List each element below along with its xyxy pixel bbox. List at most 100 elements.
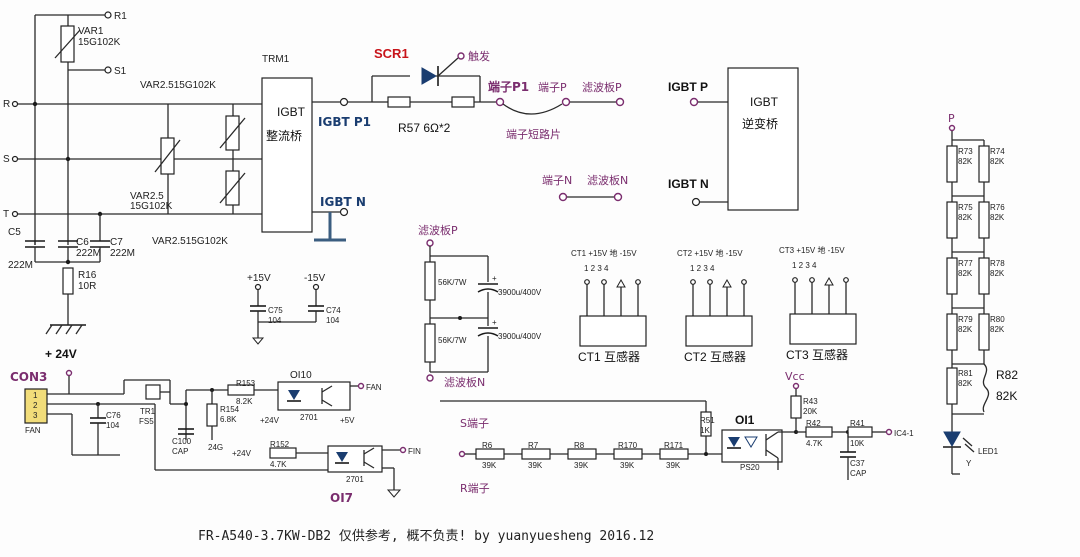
terminal-r-circle[interactable] — [11, 100, 19, 108]
led-ray-icon — [964, 443, 975, 453]
led-icon — [943, 431, 961, 448]
oi1-label: OI1 — [735, 413, 755, 427]
ct-pin-head — [635, 279, 641, 285]
resistor-56k-bottom — [424, 323, 436, 363]
plus24b-label: +24V — [232, 449, 252, 458]
filter-board-n-terminal[interactable] — [426, 374, 434, 382]
oi10-part: 2701 — [300, 413, 318, 422]
terminal-p1-label: 端子P1 — [488, 79, 529, 94]
ct1-header: CT1 +15V 地 -15V — [571, 248, 637, 258]
cap-bottom-plus: + — [492, 318, 497, 327]
r41-value: 10K — [850, 439, 865, 448]
r77-name: R77 — [958, 259, 973, 268]
cap-top-plus: + — [492, 274, 497, 283]
var1-value: 15G102K — [78, 37, 121, 48]
ct1-body — [579, 315, 647, 347]
right-resistor-r81: R81 82K — [946, 367, 973, 405]
wire-to-r82 — [982, 363, 990, 413]
vcc-terminal[interactable] — [792, 382, 800, 390]
c6-label: C6 — [76, 237, 89, 248]
gnd-24g: 24G — [208, 443, 223, 452]
r171-value: 39K — [666, 461, 681, 470]
r78-value: 82K — [990, 269, 1005, 278]
r8-name: R8 — [574, 441, 585, 450]
vcc-label: Vcc — [785, 370, 805, 383]
resistor-r16 — [62, 267, 74, 295]
ground-icon — [722, 278, 732, 288]
terminal-igbt-n[interactable] — [339, 207, 349, 217]
ct-pin-head — [741, 279, 747, 285]
junction — [65, 259, 71, 265]
trm1-line2: 整流桥 — [266, 128, 302, 143]
r81-value: 82K — [958, 379, 973, 388]
r8-value: 39K — [574, 461, 589, 470]
resistor-r78 — [978, 257, 990, 295]
terminal-n-label: 端子N — [542, 174, 572, 187]
terminal-p1-circle[interactable] — [495, 97, 505, 107]
m15-terminal[interactable] — [312, 283, 320, 291]
v24-terminal[interactable] — [65, 369, 73, 377]
ground-icon — [824, 276, 834, 286]
terminal-p-circle[interactable] — [561, 97, 571, 107]
terminal-igbt-p1[interactable] — [339, 97, 349, 107]
filter-board-top: 滤波板P — [418, 223, 458, 237]
con3-pin3: 3 — [33, 411, 38, 420]
ct-pin-head — [601, 279, 607, 285]
inverter-line2: 逆变桥 — [742, 116, 778, 131]
r153-label: R153 — [236, 379, 256, 388]
p15-terminal[interactable] — [254, 283, 262, 291]
con3-label: CON3 — [10, 370, 47, 384]
inverter-n-terminal[interactable] — [691, 197, 701, 207]
ground-icon — [45, 324, 53, 335]
terminal-t-circle[interactable] — [11, 210, 19, 218]
inverter-p-terminal[interactable] — [689, 97, 699, 107]
terminal-p-label: 端子P — [538, 81, 567, 94]
r75-name: R75 — [958, 203, 973, 212]
opto-transistor-icon — [363, 447, 375, 455]
fin-label: FIN — [408, 447, 421, 456]
fan-out-terminal[interactable] — [357, 382, 365, 390]
junction — [458, 316, 462, 320]
terminal-n-circle[interactable] — [558, 192, 568, 202]
r-top-label: 56K/7W — [438, 278, 467, 287]
r82-value: 82K — [996, 389, 1017, 403]
resistor-r73 — [946, 145, 958, 183]
filter-p-circle[interactable] — [615, 97, 625, 107]
resistor-r43 — [790, 395, 802, 419]
r152-value: 4.7K — [270, 460, 287, 469]
terminal-r1-circle[interactable] — [104, 11, 112, 19]
r16-value: 10R — [78, 281, 96, 292]
filter-board-p-terminal[interactable] — [426, 239, 434, 247]
led-label: LED1 — [978, 447, 999, 456]
fin-terminal[interactable] — [399, 446, 407, 454]
terminal-s-circle[interactable] — [11, 155, 19, 163]
right-p-terminal[interactable] — [948, 124, 956, 132]
footer-caption: FR-A540-3.7KW-DB2 仅供参考, 概不负责! by yuanyue… — [198, 528, 654, 544]
ct-pin-head — [809, 277, 815, 283]
r74-value: 82K — [990, 157, 1005, 166]
r76-value: 82K — [990, 213, 1005, 222]
terminal-s1-circle[interactable] — [104, 66, 112, 74]
r170-value: 39K — [620, 461, 635, 470]
c5-label: C5 — [8, 227, 21, 238]
ct3-body — [789, 313, 857, 345]
r-bottom-label: 56K/7W — [438, 336, 467, 345]
ground-icon — [55, 324, 63, 335]
ic4-terminal[interactable] — [885, 428, 893, 436]
r-terminal-circle[interactable] — [458, 450, 466, 458]
opto-led-icon — [744, 436, 758, 448]
fan-out-label: FAN — [366, 383, 382, 392]
ct2-header: CT2 +15V 地 -15V — [677, 248, 743, 258]
c76-label: C76 — [106, 411, 121, 420]
trigger-terminal[interactable] — [457, 52, 465, 60]
label-r1: R1 — [114, 11, 127, 22]
ct3-header: CT3 +15V 地 -15V — [779, 245, 845, 255]
c76-value: 104 — [106, 421, 120, 430]
r42-name: R42 — [806, 419, 821, 428]
var1-name: VAR1 — [78, 26, 104, 37]
filter-n-circle[interactable] — [613, 192, 623, 202]
ground-icon — [386, 489, 402, 498]
plus24-label: +24V — [260, 416, 280, 425]
varistor-slash — [154, 139, 181, 173]
r6-name: R6 — [482, 441, 493, 450]
